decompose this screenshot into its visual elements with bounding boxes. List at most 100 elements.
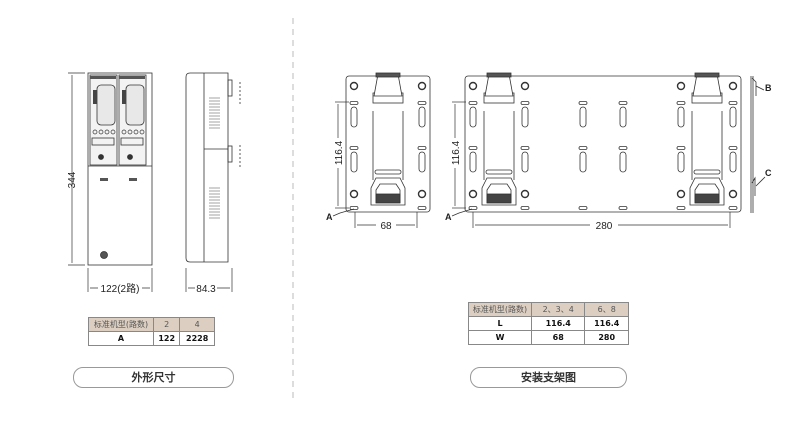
large-bracket-height-label: 116.4 [451,140,462,165]
slot [350,106,358,128]
large-bracket [464,72,742,213]
slot [618,101,628,105]
slot [677,106,685,128]
hook-bottom-inner [486,183,512,203]
table-header: 2、3、4 [530,302,586,317]
mount-hole [520,189,530,199]
slot [618,206,628,210]
table-header: 4 [179,317,215,332]
outline-dimensions-caption: 外形尺寸 [73,367,234,388]
table-cell: W [468,330,532,345]
table-cell: 116.4 [530,316,586,331]
bracket-side-rail [750,76,766,213]
slot [578,101,588,105]
bracket-plate [464,75,742,213]
table-header: 6、8 [584,302,629,317]
slot [728,146,738,150]
label-c: C [765,168,772,178]
slot [418,151,426,173]
port-icon [129,178,137,181]
table-row: L 116.4 116.4 [468,316,629,331]
front-view-leds [90,76,145,181]
indicator-led [127,129,133,135]
outline-dimension-table: 标准机型(路数) 2 4 A 122 2228 [88,317,215,346]
table-cell: 280 [584,330,629,345]
mount-hole [728,81,738,91]
mount-hole [728,189,738,199]
hook-bottom-fill [486,193,512,204]
indicator-led [133,129,139,135]
slot [618,146,628,150]
slot [468,206,478,210]
table-cell: 116.4 [584,316,629,331]
table-cell: 122 [152,331,181,346]
hook-bottom-inner [375,183,401,203]
mount-hole [417,81,427,91]
indicator-led [121,129,127,135]
rail-bar [693,169,721,175]
slot [520,101,530,105]
slot [521,151,529,173]
rail-bar [374,169,402,175]
slot [676,146,686,150]
hook-top-cap [375,72,401,78]
brand-label [119,76,145,79]
bracket-caption: 安装支架图 [470,367,627,388]
width-dimension-label: 122(2路) [101,282,140,295]
hook-bottom-fill [375,193,401,204]
slot [468,146,478,150]
indicator-led [139,129,145,135]
slot [676,206,686,210]
slot [520,146,530,150]
rail [372,111,404,180]
mount-hole [349,81,359,91]
slot [417,206,427,210]
small-bracket [345,72,431,213]
slot [350,151,358,173]
indicator-led [98,129,104,135]
table-header: 标准机型(路数) [468,302,532,317]
indicator-led [104,129,110,135]
indicator-led [92,129,98,135]
slot [729,106,737,128]
table-cell: 2228 [179,331,215,346]
mount-hole [468,81,478,91]
rail [691,111,723,180]
status-indicator [93,90,97,104]
slot [619,151,627,173]
status-indicator [122,90,126,104]
slot [468,101,478,105]
mount-hole [520,81,530,91]
table-row: W 68 280 [468,330,629,345]
hook-bottom-fill [694,193,720,204]
slot [619,106,627,128]
mount-hole [468,189,478,199]
slot [469,106,477,128]
slot [520,206,530,210]
slot [579,151,587,173]
slot [579,106,587,128]
small-bracket-label-a: A [326,212,333,222]
table-cell: 68 [530,330,586,345]
slot [349,101,359,105]
side-view [185,72,241,263]
slot [417,101,427,105]
slot [729,151,737,173]
large-bracket-width-label: 280 [596,221,613,232]
indicator-led [110,129,116,135]
label-b: B [765,83,772,93]
hook-bottom-inner [694,183,720,203]
slot [418,106,426,128]
slot [349,146,359,150]
slot [417,146,427,150]
slot [349,206,359,210]
depth-dimension-label: 84.3 [196,284,216,295]
large-bracket-label-a: A [445,212,452,222]
slot [469,151,477,173]
small-bracket-height-label: 116.4 [334,140,345,165]
rail-bar [485,169,513,175]
slot [676,101,686,105]
mount-hole [676,189,686,199]
table-cell: L [468,316,532,331]
table-header: 2 [152,317,181,332]
